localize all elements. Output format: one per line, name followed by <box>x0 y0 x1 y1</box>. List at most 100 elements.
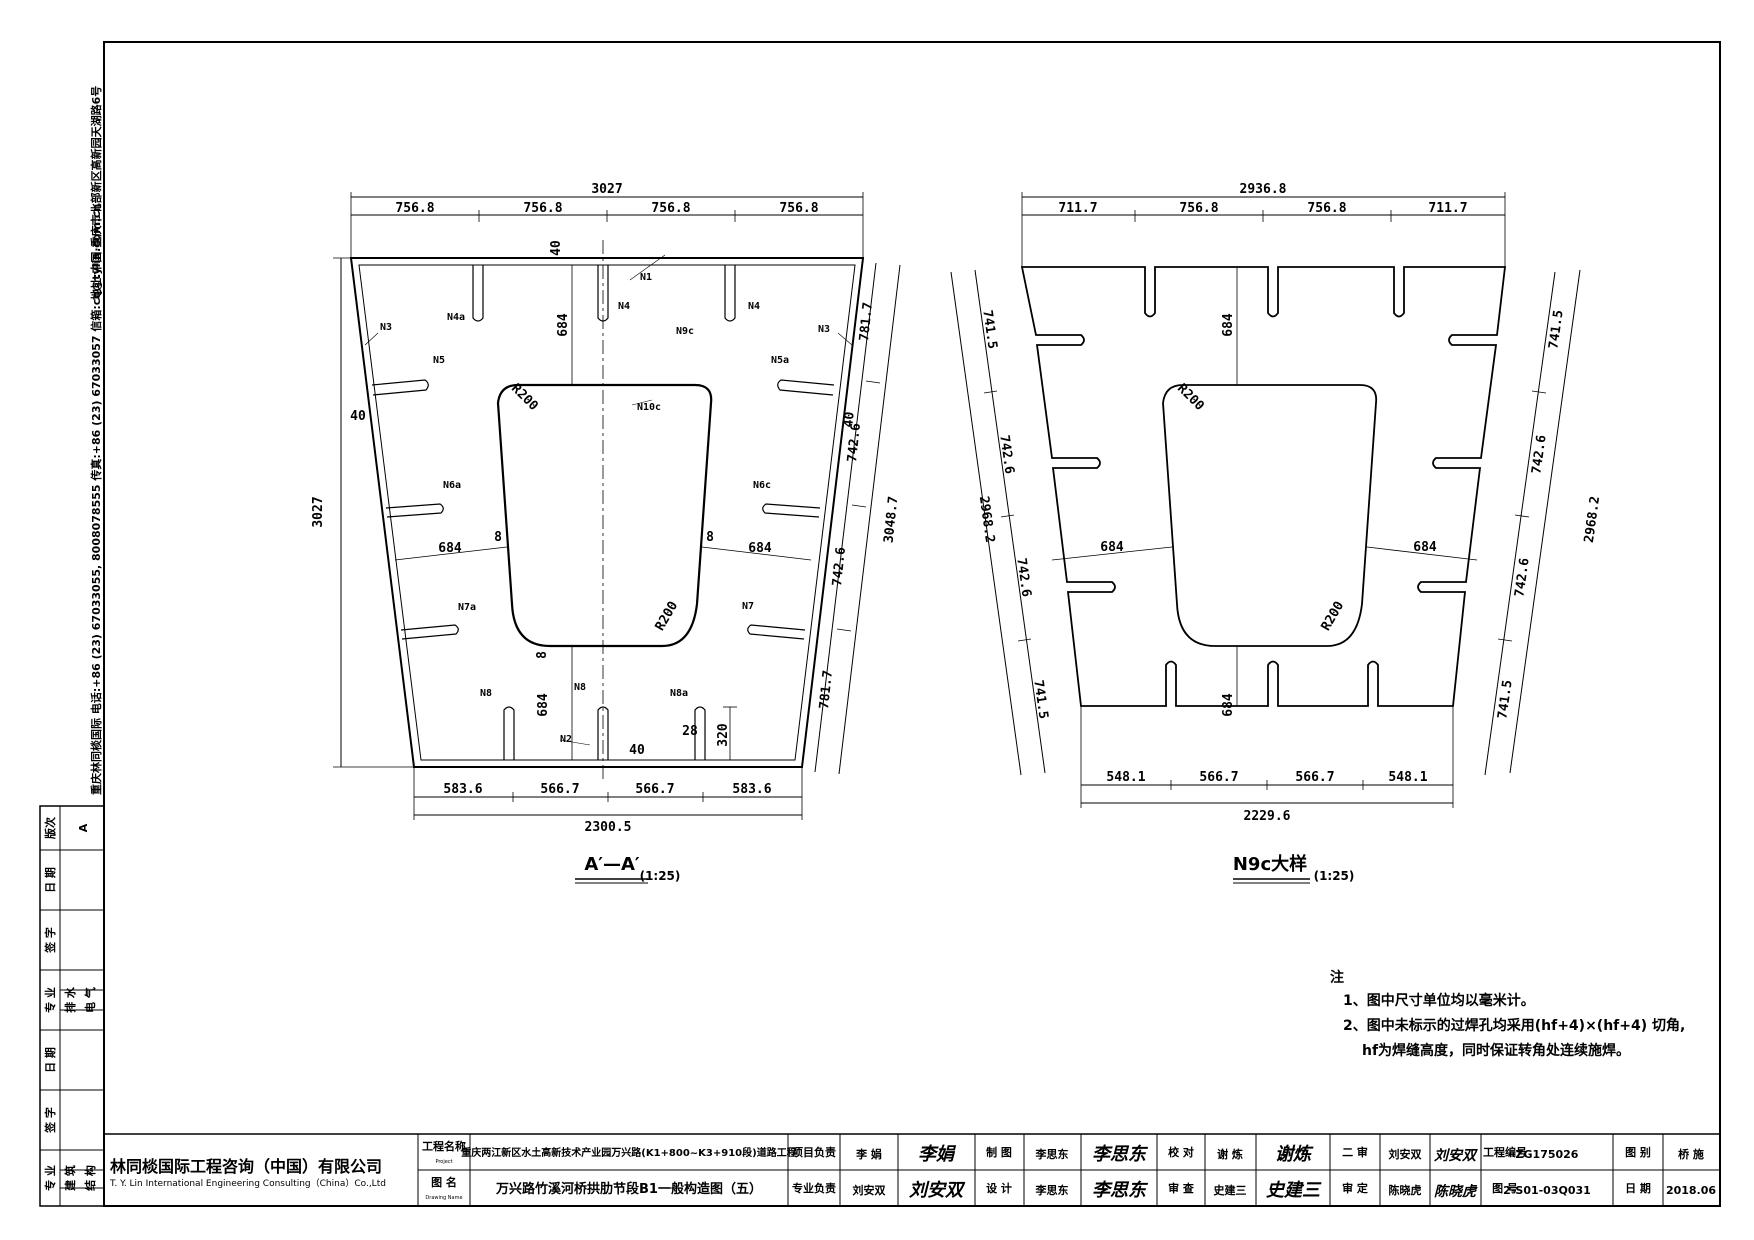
right-radius-tl: R200 <box>1174 381 1207 414</box>
left-inner-bottom: 684 <box>536 693 551 717</box>
left-top-total: 3027 <box>591 182 622 197</box>
drawing-name: 万兴路竹溪河桥拱肋节段B1一般构造图（五） <box>495 1181 762 1197</box>
left-view-scale: (1:25) <box>640 869 681 883</box>
label-n3-left: N3 <box>380 322 392 333</box>
revision-table-text: 版次 A 日 期 签 字 专 业 排 水 电 气 日 期 签 字 专 业 建 筑… <box>43 817 97 1192</box>
rev-h-dept2: 专 业 <box>43 1165 57 1191</box>
date: 2018.06 <box>1666 1184 1716 1197</box>
rev-h-elec: 电 气 <box>83 987 97 1013</box>
rev-h-date: 日 期 <box>43 867 57 893</box>
draw-signature: 李思东 <box>1092 1144 1149 1165</box>
left-right-seg-1: 781.7 <box>857 301 876 341</box>
title-block-grid <box>104 1133 1720 1206</box>
right-left-seg-3: 742.6 <box>1013 557 1033 598</box>
stiffener-n7 <box>747 624 806 640</box>
right-top-seg-3: 756.8 <box>1307 201 1346 216</box>
left-height-right: 3048.7 <box>882 495 902 543</box>
h-project-en: Project <box>435 1159 452 1165</box>
spec: 刘安双 <box>853 1183 886 1197</box>
label-n2: N2 <box>560 734 572 745</box>
h-design: 设 计 <box>986 1181 1012 1195</box>
n9c-outline <box>1020 266 1507 707</box>
design: 李思东 <box>1035 1183 1069 1197</box>
draw: 李思东 <box>1035 1147 1069 1161</box>
label-n8a: N8a <box>670 688 688 699</box>
left-top-seg-3: 756.8 <box>651 201 690 216</box>
right-dimension-labels: 2936.8 711.7 756.8 756.8 711.7 548.1 566… <box>976 182 1603 824</box>
n10c-opening <box>496 383 713 648</box>
pm-signature: 李娟 <box>918 1144 957 1165</box>
right-left-seg-1: 741.5 <box>979 309 999 350</box>
left-dimension-labels: 3027 756.8 756.8 756.8 756.8 583.6 566.7… <box>311 182 901 835</box>
approve: 陈晓虎 <box>1389 1183 1422 1197</box>
rev-h-struct: 结 构 <box>83 1165 97 1192</box>
projno: ZG175026 <box>1516 1148 1579 1161</box>
right-radius-br: R200 <box>1319 599 1348 634</box>
left-top-seg-2: 756.8 <box>523 201 562 216</box>
h-drawing-en: Drawing Name <box>425 1195 462 1201</box>
right-right-seg-4: 741.5 <box>1495 679 1515 720</box>
h-review: 审 查 <box>1168 1181 1194 1195</box>
right-inner-left: 684 <box>1100 540 1124 555</box>
left-right-seg-3: 742.6 <box>830 546 849 587</box>
right-inner-bottom: 684 <box>1221 693 1236 717</box>
company-cn: 林同棪国际工程咨询（中国）有限公司 <box>110 1157 382 1176</box>
right-top-seg-4: 711.7 <box>1428 201 1467 216</box>
review-signature: 史建三 <box>1266 1180 1322 1201</box>
left-bot-seg-4: 583.6 <box>732 782 771 797</box>
label-n1: N1 <box>640 272 652 283</box>
review: 史建三 <box>1214 1183 1247 1197</box>
h-drawno: 图 号 <box>1492 1182 1518 1195</box>
h-pm: 项目负责 <box>792 1145 836 1159</box>
project-name: 重庆两江新区水土高新技术产业园万兴路(K1+800~K3+910段)道路工程 <box>461 1146 796 1159</box>
notes-line-2: 2、图中未标示的过焊孔均采用(hf+4)×(hf+4) 切角, <box>1343 1017 1685 1034</box>
label-n3-right: N3 <box>818 324 830 335</box>
stiffener-n5 <box>371 379 429 396</box>
h-project: 工程名称 <box>422 1139 466 1153</box>
right-left-total: 2968.2 <box>976 495 997 544</box>
outer-outline <box>349 257 865 768</box>
design-signature: 李思东 <box>1092 1180 1149 1201</box>
right-inner-top: 684 <box>1221 313 1236 337</box>
approve-signature: 陈晓虎 <box>1434 1183 1478 1200</box>
left-height: 3027 <box>311 496 326 527</box>
right-right-total: 2968.2 <box>1582 495 1603 544</box>
right-left-seg-2: 742.6 <box>996 434 1016 475</box>
second-signature: 刘安双 <box>1434 1147 1478 1164</box>
label-n5a: N5a <box>771 355 789 366</box>
revision-table-grid <box>40 806 104 1206</box>
h-check: 校 对 <box>1168 1145 1194 1159</box>
stiffener-n4a <box>472 265 484 322</box>
left-top-seg-1: 756.8 <box>395 201 434 216</box>
company-en: T. Y. Lin International Engineering Cons… <box>109 1178 386 1189</box>
rev-h-sign2: 签 字 <box>43 1107 57 1134</box>
left-right-seg-4: 781.7 <box>817 669 836 709</box>
left-inner-top: 684 <box>556 313 571 337</box>
rev-h-date2: 日 期 <box>43 1047 57 1073</box>
h-drawing: 图 名 <box>431 1175 457 1189</box>
stiffener-n8a <box>694 706 706 760</box>
notes-heading: 注 <box>1330 969 1344 986</box>
label-n6a: N6a <box>443 480 461 491</box>
right-top-seg-1: 711.7 <box>1058 201 1097 216</box>
left-radius-br: R200 <box>653 599 682 634</box>
left-bot-seg-1: 583.6 <box>443 782 482 797</box>
notes: 注 1、图中尺寸单位均以毫米计。 2、图中未标示的过焊孔均采用(hf+4)×(h… <box>1330 969 1685 1059</box>
rev-h-build: 建 筑 <box>63 1165 77 1191</box>
drawno: 2-S01-03Q031 <box>1503 1184 1591 1197</box>
section-a-a-view <box>333 192 901 820</box>
check: 谢 炼 <box>1217 1147 1243 1161</box>
stiffener-n5a <box>777 379 835 396</box>
label-n5: N5 <box>433 355 445 366</box>
left-thk-bottom: 40 <box>629 743 645 758</box>
stiffener-n6c <box>762 503 821 518</box>
h-projno: 工程编号 <box>1483 1145 1527 1159</box>
second: 刘安双 <box>1389 1147 1422 1161</box>
left-web-bottom: 8 <box>535 651 550 659</box>
label-n4-right: N4 <box>748 301 760 312</box>
rev-h-drain: 排 水 <box>63 986 77 1013</box>
label-n10c: N10c <box>637 402 661 413</box>
right-bot-seg-2: 566.7 <box>1199 770 1238 785</box>
right-right-seg-2: 742.6 <box>1529 434 1549 475</box>
spec-signature: 刘安双 <box>909 1180 966 1201</box>
